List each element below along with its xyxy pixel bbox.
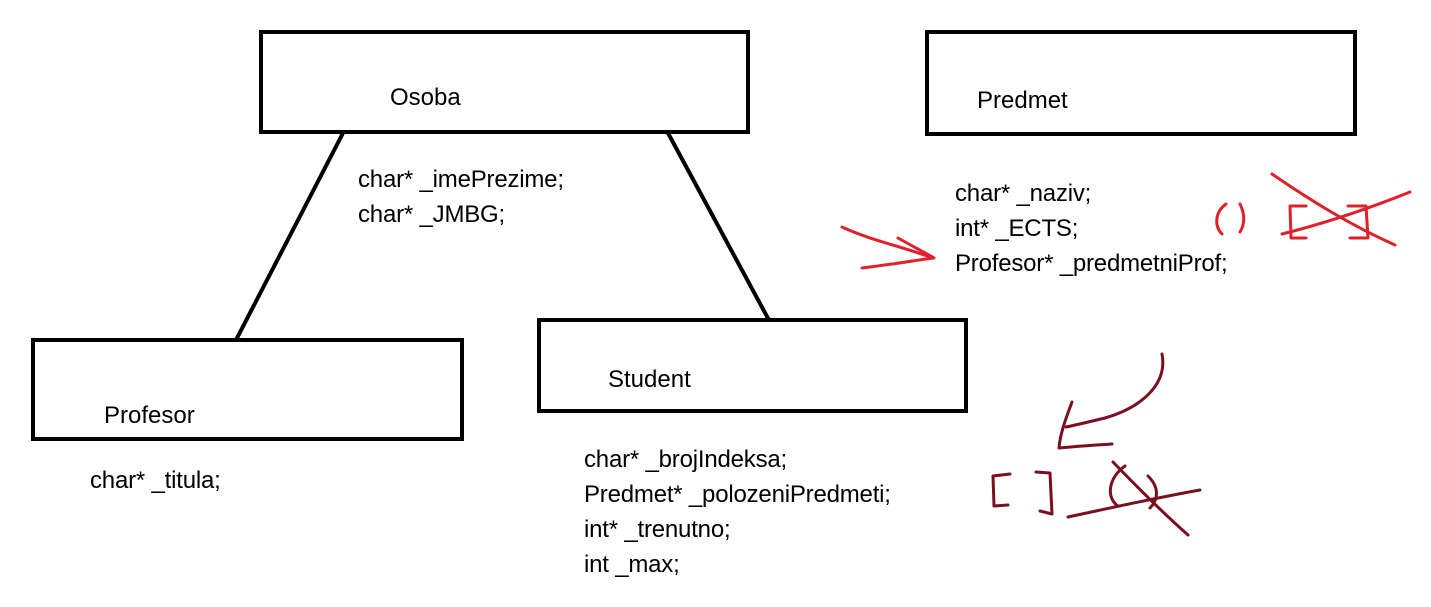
class-box-profesor — [31, 338, 464, 441]
field: char* _titula; — [90, 467, 221, 494]
dark-red-parenthesis-right — [1146, 474, 1158, 510]
class-fields-osoba: char* _imePrezime; char* _JMBG; — [358, 162, 564, 232]
red-bracket-right — [1346, 204, 1370, 240]
red-cross-stroke-1 — [1270, 172, 1397, 247]
dark-red-arrow-head — [1057, 400, 1114, 450]
red-arrow-head — [896, 236, 936, 260]
dark-red-cross-stroke-2 — [1066, 488, 1202, 519]
class-name-osoba: Osoba — [390, 84, 461, 111]
class-box-predmet — [925, 30, 1357, 136]
class-name-student: Student — [608, 366, 691, 393]
class-box-osoba — [259, 30, 750, 134]
class-fields-profesor: char* _titula; — [90, 463, 221, 498]
field: int _max; — [584, 551, 680, 578]
red-bracket-left — [1288, 204, 1308, 240]
field: char* _brojIndeksa; — [584, 446, 787, 473]
class-box-student — [537, 318, 968, 413]
class-fields-predmet: char* _naziv; int* _ECTS; Profesor* _pre… — [955, 176, 1228, 281]
class-name-profesor: Profesor — [104, 402, 195, 429]
field: int* _trenutno; — [584, 516, 731, 543]
field: int* _ECTS; — [955, 215, 1079, 242]
field: char* _JMBG; — [358, 201, 505, 228]
field: char* _naziv; — [955, 180, 1092, 207]
dark-red-arrow — [1064, 352, 1165, 429]
connector-osoba-student — [666, 132, 772, 323]
red-annotation — [840, 172, 1412, 270]
red-cross-stroke-2 — [1280, 190, 1412, 236]
class-name-predmet: Predmet — [977, 87, 1068, 114]
field: Predmet* _polozeniPredmeti; — [584, 481, 891, 508]
class-fields-student: char* _brojIndeksa; Predmet* _polozeniPr… — [584, 442, 891, 582]
dark-red-bracket-left — [991, 472, 1012, 508]
dark-red-annotation — [991, 352, 1202, 537]
red-parenthesis-right — [1238, 202, 1246, 234]
red-parenthesis-left — [1215, 202, 1228, 236]
dark-red-bracket-right — [1034, 470, 1054, 516]
field: char* _imePrezime; — [358, 166, 564, 193]
red-arrow — [840, 225, 935, 270]
connector-osoba-profesor — [234, 132, 345, 341]
field: Profesor* _predmetniProf; — [955, 250, 1228, 277]
